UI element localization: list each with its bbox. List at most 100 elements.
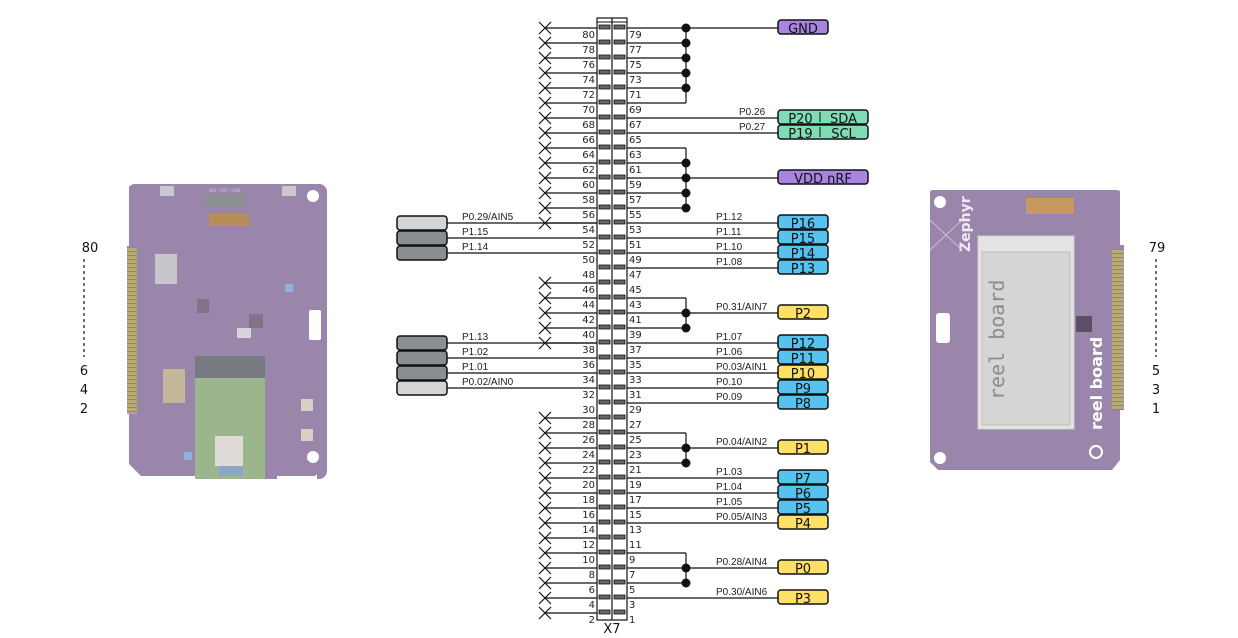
pin-number-78: 78 [582, 45, 595, 56]
pad-p15-box[interactable] [777, 229, 829, 245]
signal-name: P0.09 [716, 392, 743, 403]
pad-p4-box[interactable] [777, 514, 829, 530]
pin-number-31: 31 [629, 390, 642, 401]
pad-p14[interactable]: P14 [777, 244, 829, 262]
junction-dot [681, 203, 691, 213]
left-pad-pin-50-box[interactable] [396, 245, 448, 261]
pad-p6-box[interactable] [777, 484, 829, 500]
signal-name: P1.05 [716, 497, 743, 508]
pad-p5[interactable]: P5 [777, 499, 829, 517]
pad-p12[interactable]: P12 [777, 334, 829, 352]
left-pad-pin-52-box[interactable] [396, 230, 448, 246]
left-pad-pin-52[interactable] [396, 230, 448, 246]
pin-number-3: 3 [629, 600, 635, 611]
right-edge-number-5: 5 [1152, 364, 1160, 379]
left-pad-pin-32[interactable] [396, 380, 448, 396]
pad-p11[interactable]: P11 [777, 349, 829, 367]
no-connect-icon [538, 36, 552, 50]
pad-p2-box[interactable] [777, 304, 829, 320]
contact-pin-17 [613, 489, 626, 495]
left-pad-pin-36[interactable] [396, 350, 448, 366]
contact-pin-44 [598, 294, 611, 300]
contact-pin-5 [613, 579, 626, 585]
pad-p16-box[interactable] [777, 214, 829, 230]
contact-pin-56 [598, 204, 611, 210]
left-pad-pin-54-box[interactable] [396, 215, 448, 231]
contact-pin-79 [613, 24, 626, 30]
right-board-graphic: reel board Zephyr reel board [929, 190, 1124, 470]
pad-p3[interactable]: P3 [777, 589, 829, 607]
pad-p0-box[interactable] [777, 559, 829, 575]
left-pad-pin-36-box[interactable] [396, 350, 448, 366]
contact-pin-68 [598, 114, 611, 120]
signal-name: P1.02 [462, 347, 489, 358]
left-pad-pin-38[interactable] [396, 335, 448, 351]
pad-p1-box[interactable] [777, 439, 829, 455]
pin-number-65: 65 [629, 135, 642, 146]
pad-p16[interactable]: P16 [777, 214, 829, 232]
pin-number-71: 71 [629, 90, 642, 101]
left-pad-pin-50[interactable] [396, 245, 448, 261]
pad-p0[interactable]: P0 [777, 559, 829, 577]
left-pad-pin-34[interactable] [396, 365, 448, 381]
pad-p11-box[interactable] [777, 349, 829, 365]
contact-pin-63 [613, 144, 626, 150]
pad-p9[interactable]: P9 [777, 379, 829, 397]
no-connect-icon [538, 51, 552, 65]
pad-p13-box[interactable] [777, 259, 829, 275]
reel-board-silk: reel board [1087, 337, 1106, 430]
pad-gnd[interactable]: GND [777, 19, 829, 37]
pad-p8[interactable]: P8 [777, 394, 829, 412]
pin-number-25: 25 [629, 435, 642, 446]
left-pad-pin-38-box[interactable] [396, 335, 448, 351]
pin-number-9: 9 [629, 555, 635, 566]
left-pad-pin-54[interactable] [396, 215, 448, 231]
no-connect-icon [538, 531, 552, 545]
contact-pin-12 [598, 534, 611, 540]
contact-pin-69 [613, 99, 626, 105]
pad-p7-label: P7 [795, 472, 811, 487]
pad-p2-label: P2 [795, 307, 811, 322]
contact-pin-37 [613, 339, 626, 345]
pad-p7-box[interactable] [777, 469, 829, 485]
junction-dot [681, 323, 691, 333]
pad-p10[interactable]: P10 [777, 364, 829, 382]
pin-number-53: 53 [629, 225, 642, 236]
pad-p7[interactable]: P7 [777, 469, 829, 487]
pad-p14-box[interactable] [777, 244, 829, 260]
pad-p4[interactable]: P4 [777, 514, 829, 532]
contact-pin-28 [598, 414, 611, 420]
no-connect-icon [538, 291, 552, 305]
pad-gnd-box[interactable] [777, 19, 829, 35]
contact-pin-7 [613, 564, 626, 570]
pad-vdd-nrf[interactable]: VDD nRF [777, 169, 869, 187]
pad-p15[interactable]: P15 [777, 229, 829, 247]
contact-pin-77 [613, 39, 626, 45]
left-pad-pin-34-box[interactable] [396, 365, 448, 381]
left-pad-pin-32-box[interactable] [396, 380, 448, 396]
pad-p2[interactable]: P2 [777, 304, 829, 322]
pin-number-24: 24 [582, 450, 595, 461]
pad-p12-box[interactable] [777, 334, 829, 350]
contact-pin-35 [613, 354, 626, 360]
contact-pin-47 [613, 264, 626, 270]
pad-p3-box[interactable] [777, 589, 829, 605]
pad-p8-box[interactable] [777, 394, 829, 410]
pad-p20-box[interactable] [777, 109, 869, 125]
pad-p9-box[interactable] [777, 379, 829, 395]
pad-p6[interactable]: P6 [777, 484, 829, 502]
pad-p10-box[interactable] [777, 364, 829, 380]
pad-vdd-nrf-box[interactable] [777, 169, 869, 185]
pad-p5-box[interactable] [777, 499, 829, 515]
contact-pin-16 [598, 504, 611, 510]
pad-p1[interactable]: P1 [777, 439, 829, 457]
pad-p19-box[interactable] [777, 124, 869, 140]
pin-number-62: 62 [582, 165, 595, 176]
pad-p13[interactable]: P13 [777, 259, 829, 277]
pad-p5-label: P5 [795, 502, 811, 517]
pad-vdd-nrf-label: VDD nRF [794, 172, 852, 187]
